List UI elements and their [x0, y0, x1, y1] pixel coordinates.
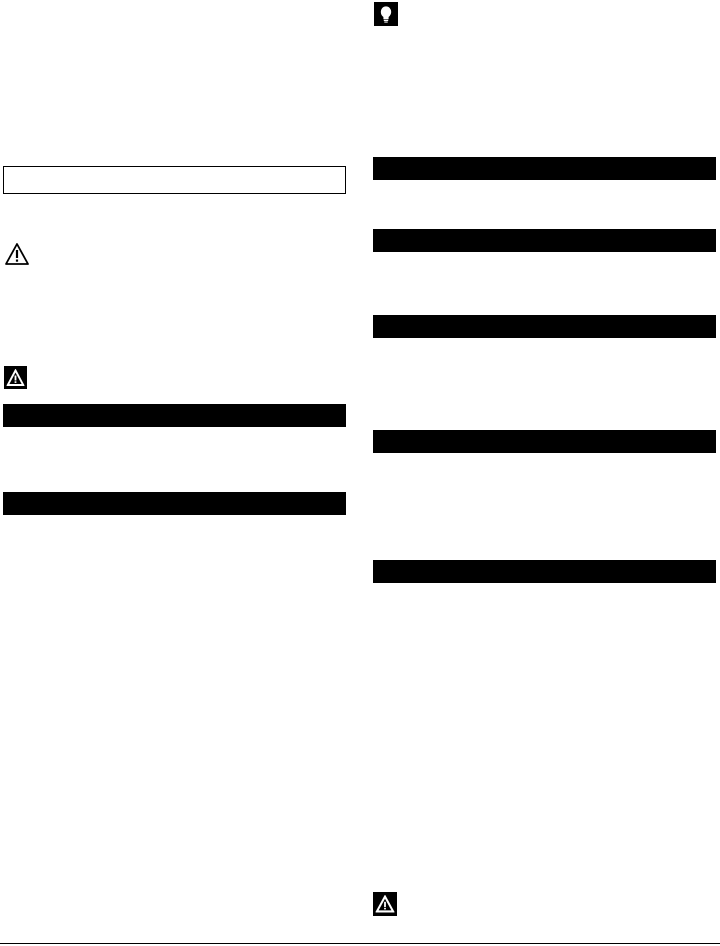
section-header-bar [373, 229, 716, 252]
footer-rule [0, 943, 720, 944]
warning-outline-icon [4, 242, 30, 266]
section-header-bar [373, 315, 716, 338]
warning-filled-icon [373, 892, 397, 916]
outlined-note-box [3, 166, 346, 194]
warning-filled-icon [4, 366, 27, 389]
section-header-bar [3, 492, 346, 515]
section-header-bar [373, 157, 716, 180]
lightbulb-icon [374, 2, 398, 26]
section-header-bar [373, 430, 716, 453]
section-header-bar [3, 404, 346, 427]
section-header-bar [373, 560, 716, 583]
